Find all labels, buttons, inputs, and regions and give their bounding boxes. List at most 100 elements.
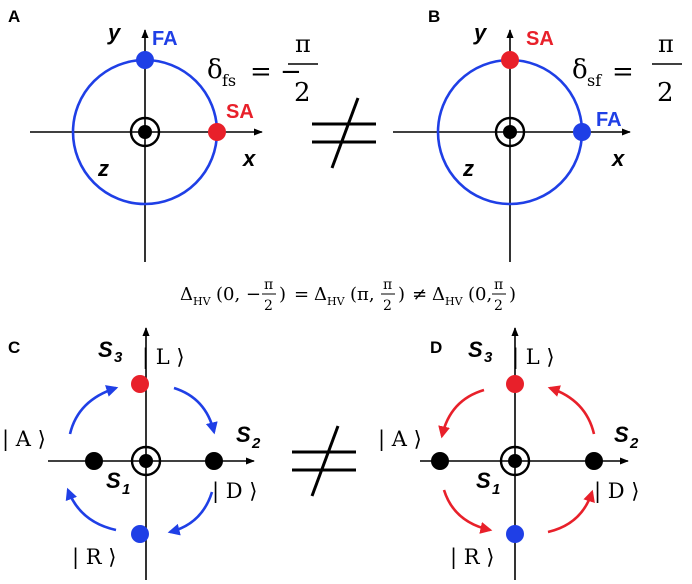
term2-two: 2 bbox=[383, 298, 392, 314]
frac-den-a: 2 bbox=[294, 78, 311, 108]
not-equal-sign-bottom bbox=[292, 425, 356, 497]
delta-relation-a: = − bbox=[250, 57, 302, 87]
s3-label-c: S bbox=[98, 337, 113, 362]
state-l-dot-d bbox=[506, 375, 524, 393]
delta-hv-2-sub: HV bbox=[327, 295, 346, 308]
s1-label-c: S bbox=[106, 468, 121, 493]
panel-b: B y x z SA FA δ sf = π 2 bbox=[393, 7, 682, 262]
not-equal-sign-top bbox=[312, 97, 376, 169]
delta-symbol-b: δ bbox=[572, 55, 588, 85]
ket-a-c: | A ⟩ bbox=[2, 427, 46, 452]
term3-close: ) bbox=[509, 284, 516, 305]
ket-d-d: | D ⟩ bbox=[594, 479, 639, 504]
panel-letter-c: C bbox=[8, 338, 20, 357]
neq-sign: ≠ bbox=[412, 284, 427, 305]
delta-hv-2: Δ bbox=[314, 284, 327, 305]
state-d-dot-d bbox=[585, 452, 603, 470]
ket-a-d: | A ⟩ bbox=[378, 427, 422, 452]
s1-out-dot-c bbox=[139, 454, 153, 468]
s1-out-ring-d bbox=[499, 445, 531, 477]
s1-sub-c: 1 bbox=[122, 481, 130, 498]
state-l-dot-c bbox=[131, 375, 149, 393]
ket-labels-d: | L ⟩ | A ⟩ | D ⟩ | R ⟩ bbox=[378, 345, 639, 570]
sa-label-b: SA bbox=[526, 28, 554, 50]
term3-two: 2 bbox=[494, 298, 503, 314]
z-label-b: z bbox=[462, 156, 474, 181]
z-axis-out-ring-a bbox=[129, 116, 161, 148]
s1-sub-d: 1 bbox=[492, 481, 500, 498]
frac-num-a: π bbox=[295, 30, 311, 58]
retardance-equation-a: δ fs = − π 2 bbox=[207, 30, 318, 108]
ket-r-c: | R ⟩ bbox=[72, 545, 116, 570]
sa-label-a: SA bbox=[226, 101, 254, 123]
term2-pi: π bbox=[383, 277, 392, 293]
s3-label-d: S bbox=[468, 337, 483, 362]
arc-d-to-l-d bbox=[547, 385, 596, 435]
term2-open: (π, bbox=[350, 284, 375, 305]
frac-den-b: 2 bbox=[657, 78, 674, 108]
ket-labels-c: | L ⟩ | A ⟩ | D ⟩ | R ⟩ bbox=[2, 345, 257, 570]
s2-label-c: S bbox=[236, 422, 251, 447]
ket-d-c: | D ⟩ bbox=[212, 479, 257, 504]
state-a-dot-d bbox=[431, 452, 449, 470]
arc-d-to-r-c bbox=[167, 491, 214, 536]
retardance-equation-b: δ sf = π 2 bbox=[572, 30, 682, 108]
slow-axis-dot-b bbox=[501, 51, 519, 69]
arc-l-to-a-d bbox=[438, 388, 485, 439]
delta-relation-b: = bbox=[612, 57, 634, 87]
arc-r-to-d-d bbox=[547, 489, 595, 534]
panel-letter-a: A bbox=[8, 7, 20, 26]
arc-a-to-l-c bbox=[68, 385, 119, 435]
arc-l-to-d-c bbox=[173, 386, 218, 435]
eq-sign: = bbox=[294, 284, 309, 305]
x-label-b: x bbox=[611, 146, 625, 171]
s2-sub-c: 2 bbox=[251, 435, 261, 452]
ket-r-d: | R ⟩ bbox=[450, 545, 494, 570]
state-d-dot-c bbox=[205, 452, 223, 470]
s1-out-ring-c bbox=[130, 445, 162, 477]
ket-l-c: | L ⟩ bbox=[142, 345, 185, 370]
s2-label-d: S bbox=[614, 422, 629, 447]
z-label-a: z bbox=[97, 156, 109, 181]
y-label-a: y bbox=[107, 20, 122, 45]
frac-num-b: π bbox=[658, 30, 674, 58]
arc-r-to-a-c bbox=[65, 487, 117, 532]
delta-subscript-a: fs bbox=[222, 71, 236, 90]
fast-axis-dot-b bbox=[573, 123, 591, 141]
s2-sub-d: 2 bbox=[629, 435, 639, 452]
z-axis-out-dot-a bbox=[138, 125, 152, 139]
delta-subscript-b: sf bbox=[587, 71, 602, 90]
panel-d: D S 3 S 2 S 1 | L ⟩ | A ⟩ | D ⟩ | R ⟩ bbox=[378, 327, 639, 580]
term1-close: ) bbox=[279, 284, 286, 305]
fa-label-a: FA bbox=[152, 28, 178, 50]
term3-open: (0, bbox=[468, 284, 492, 305]
state-r-dot-d bbox=[506, 525, 524, 543]
s3-sub-c: 3 bbox=[114, 349, 123, 366]
stokes-labels-c: S 3 S 2 S 1 bbox=[98, 337, 261, 498]
s1-label-d: S bbox=[476, 468, 491, 493]
term1-two: 2 bbox=[264, 298, 273, 314]
arc-a-to-r-d bbox=[442, 489, 493, 534]
term3-pi: π bbox=[494, 277, 503, 293]
z-axis-out-ring-b bbox=[494, 116, 526, 148]
s1-out-dot-d bbox=[508, 454, 522, 468]
fa-label-b: FA bbox=[596, 109, 622, 131]
stokes-labels-d: S 3 S 2 S 1 bbox=[468, 337, 639, 498]
delta-hv-3: Δ bbox=[432, 284, 445, 305]
panel-c: C S 3 S 2 S 1 | L ⟩ | A ⟩ | D ⟩ | R ⟩ bbox=[2, 327, 261, 580]
panel-letter-b: B bbox=[428, 7, 440, 26]
state-r-dot-c bbox=[131, 525, 149, 543]
term1-open: (0, − bbox=[216, 284, 261, 305]
ket-l-d: | L ⟩ bbox=[512, 345, 555, 370]
state-a-dot-c bbox=[85, 452, 103, 470]
delta-hv-equation: Δ HV (0, − π 2 ) = Δ HV (π, π 2 ) ≠ Δ HV… bbox=[180, 277, 516, 314]
y-label-b: y bbox=[473, 20, 488, 45]
delta-symbol-a: δ bbox=[207, 55, 223, 85]
s3-sub-d: 3 bbox=[484, 349, 493, 366]
delta-hv-3-sub: HV bbox=[445, 295, 464, 308]
z-axis-out-dot-b bbox=[503, 125, 517, 139]
panel-a: A y x z FA SA δ fs = − π 2 bbox=[8, 7, 318, 262]
panel-letter-d: D bbox=[430, 338, 442, 357]
slow-axis-dot-a bbox=[208, 123, 226, 141]
